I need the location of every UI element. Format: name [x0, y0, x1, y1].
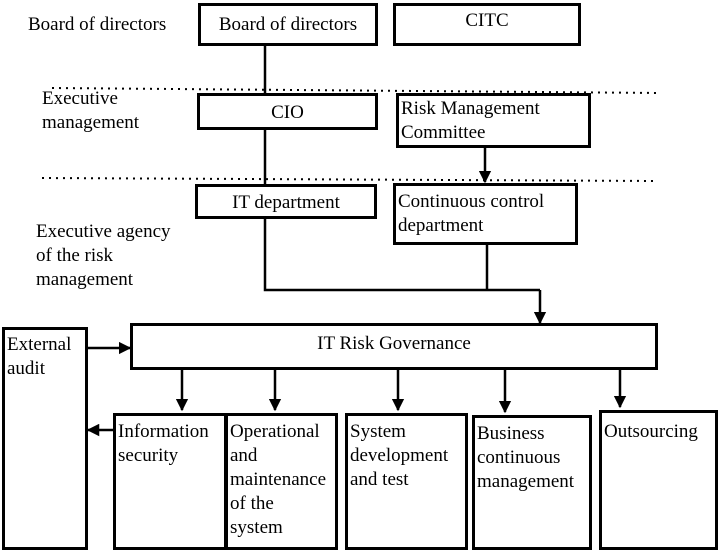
level-label-executive: Executive management [42, 88, 140, 133]
continuous-control-department-box: Continuous control department [393, 183, 578, 245]
level-label-agency: Executive agency of the risk management [36, 221, 171, 290]
risk-management-committee-box: Risk Management Committee [396, 93, 591, 148]
operational-maintenance-box: Operational and maintenance of the syste… [225, 413, 338, 550]
separator-line-bottom [41, 177, 657, 182]
level-label-board: Board of directors [28, 14, 167, 35]
board-of-directors-box: Board of directors [198, 3, 378, 46]
business-continuous-management-box: Business continuous management [472, 415, 592, 550]
it-risk-governance-box: IT Risk Governance [130, 323, 658, 370]
cio-box: CIO [197, 93, 378, 130]
system-development-box: System development and test [345, 413, 468, 550]
external-audit-box: External audit [2, 327, 88, 550]
outsourcing-box: Outsourcing [599, 410, 718, 550]
connector-it-governance [263, 218, 540, 292]
citc-box: CITC [393, 3, 581, 46]
it-department-box: IT department [195, 184, 377, 219]
information-security-box: Information security [113, 413, 227, 550]
